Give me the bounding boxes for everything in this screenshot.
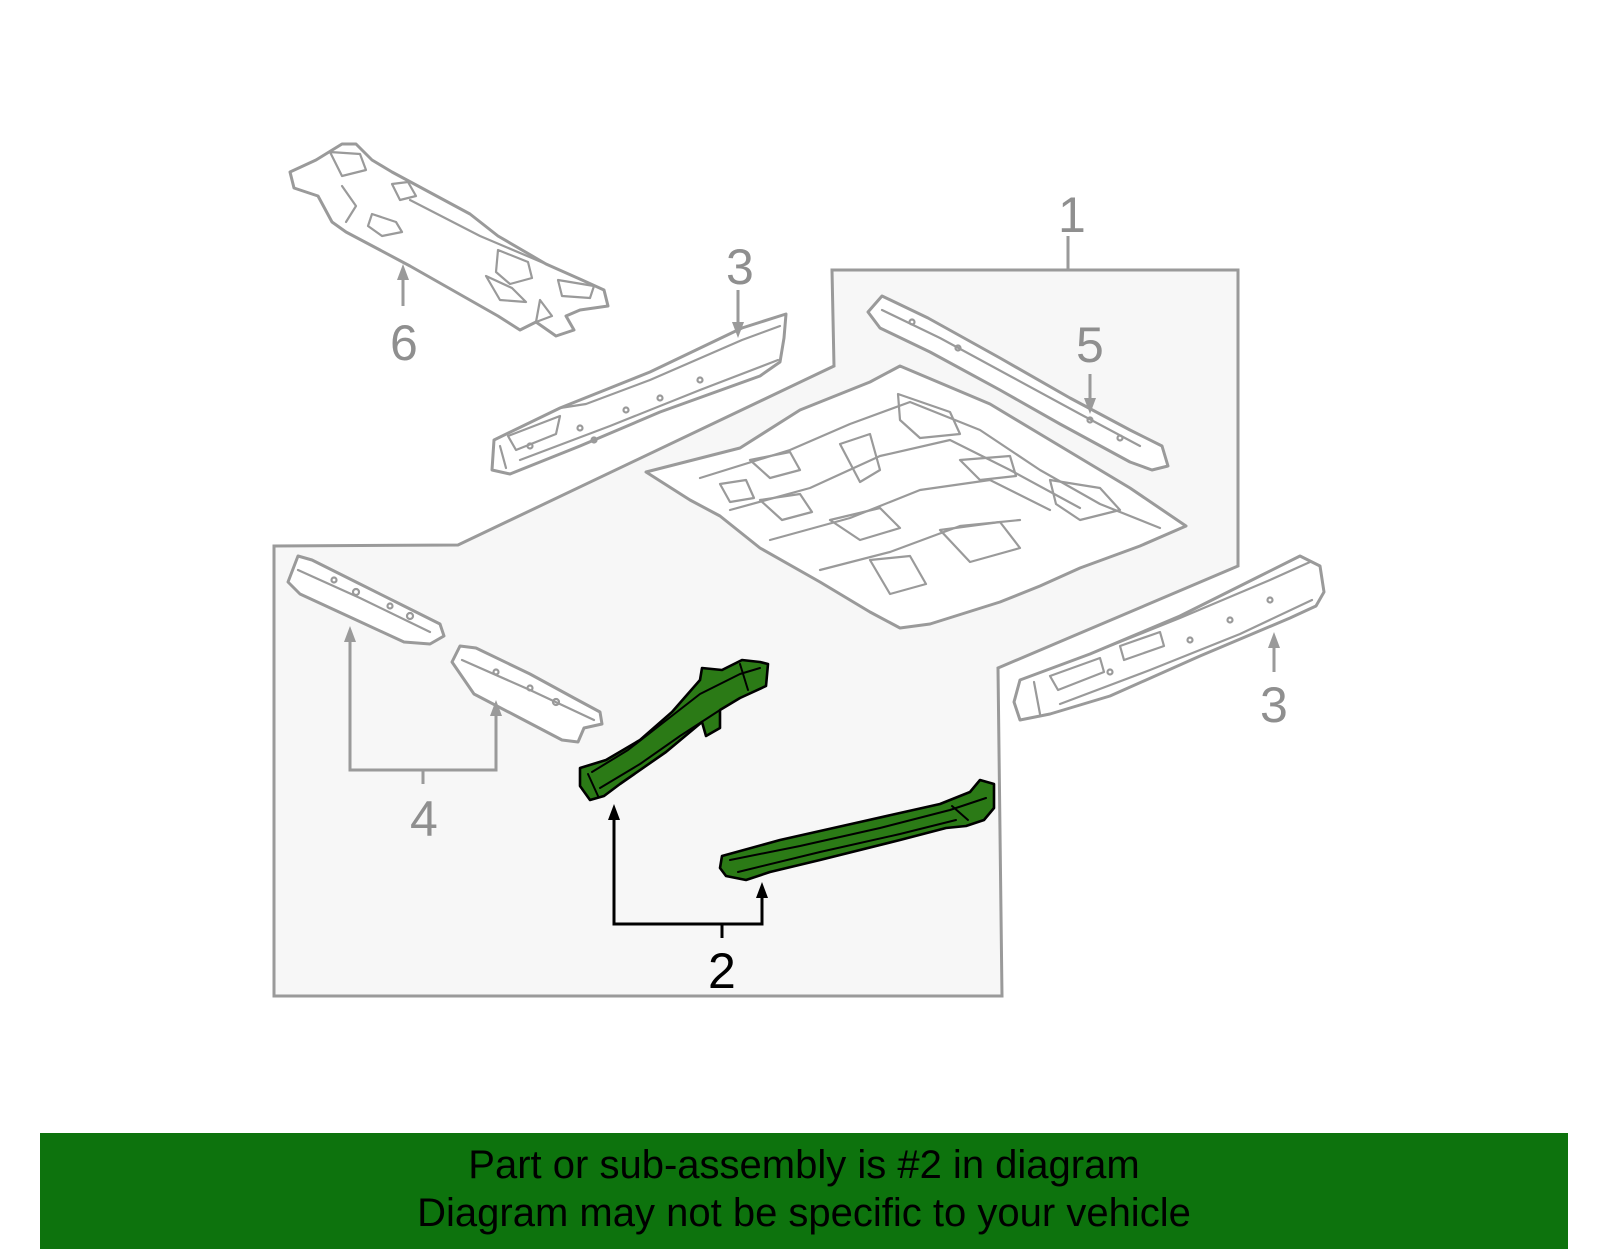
callout-3-right: 3 (1260, 677, 1288, 733)
callout-1: 1 (1058, 187, 1086, 243)
info-banner: Part or sub-assembly is #2 in diagram Di… (40, 1133, 1568, 1249)
part-4-member-upper (286, 554, 446, 646)
banner-line-2: Diagram may not be specific to your vehi… (417, 1191, 1191, 1235)
part-5-member (866, 294, 1170, 472)
callout-4: 4 (410, 791, 438, 847)
part-6-cross-member (288, 142, 610, 338)
banner-line-1: Part or sub-assembly is #2 in diagram (468, 1143, 1140, 1187)
floor-pan (644, 364, 1188, 630)
callout-5: 5 (1076, 317, 1104, 373)
callout-6: 6 (390, 315, 418, 371)
part-4-member-lower (450, 644, 604, 744)
part-3-side-rail-left (490, 312, 788, 476)
part-2-member-upper (578, 658, 770, 802)
part-3-side-rail-right (1012, 554, 1326, 722)
callout-3-top: 3 (726, 239, 754, 295)
leader-lines (344, 236, 1280, 938)
callout-2: 2 (708, 943, 736, 999)
part-2-member-lower (718, 778, 996, 882)
